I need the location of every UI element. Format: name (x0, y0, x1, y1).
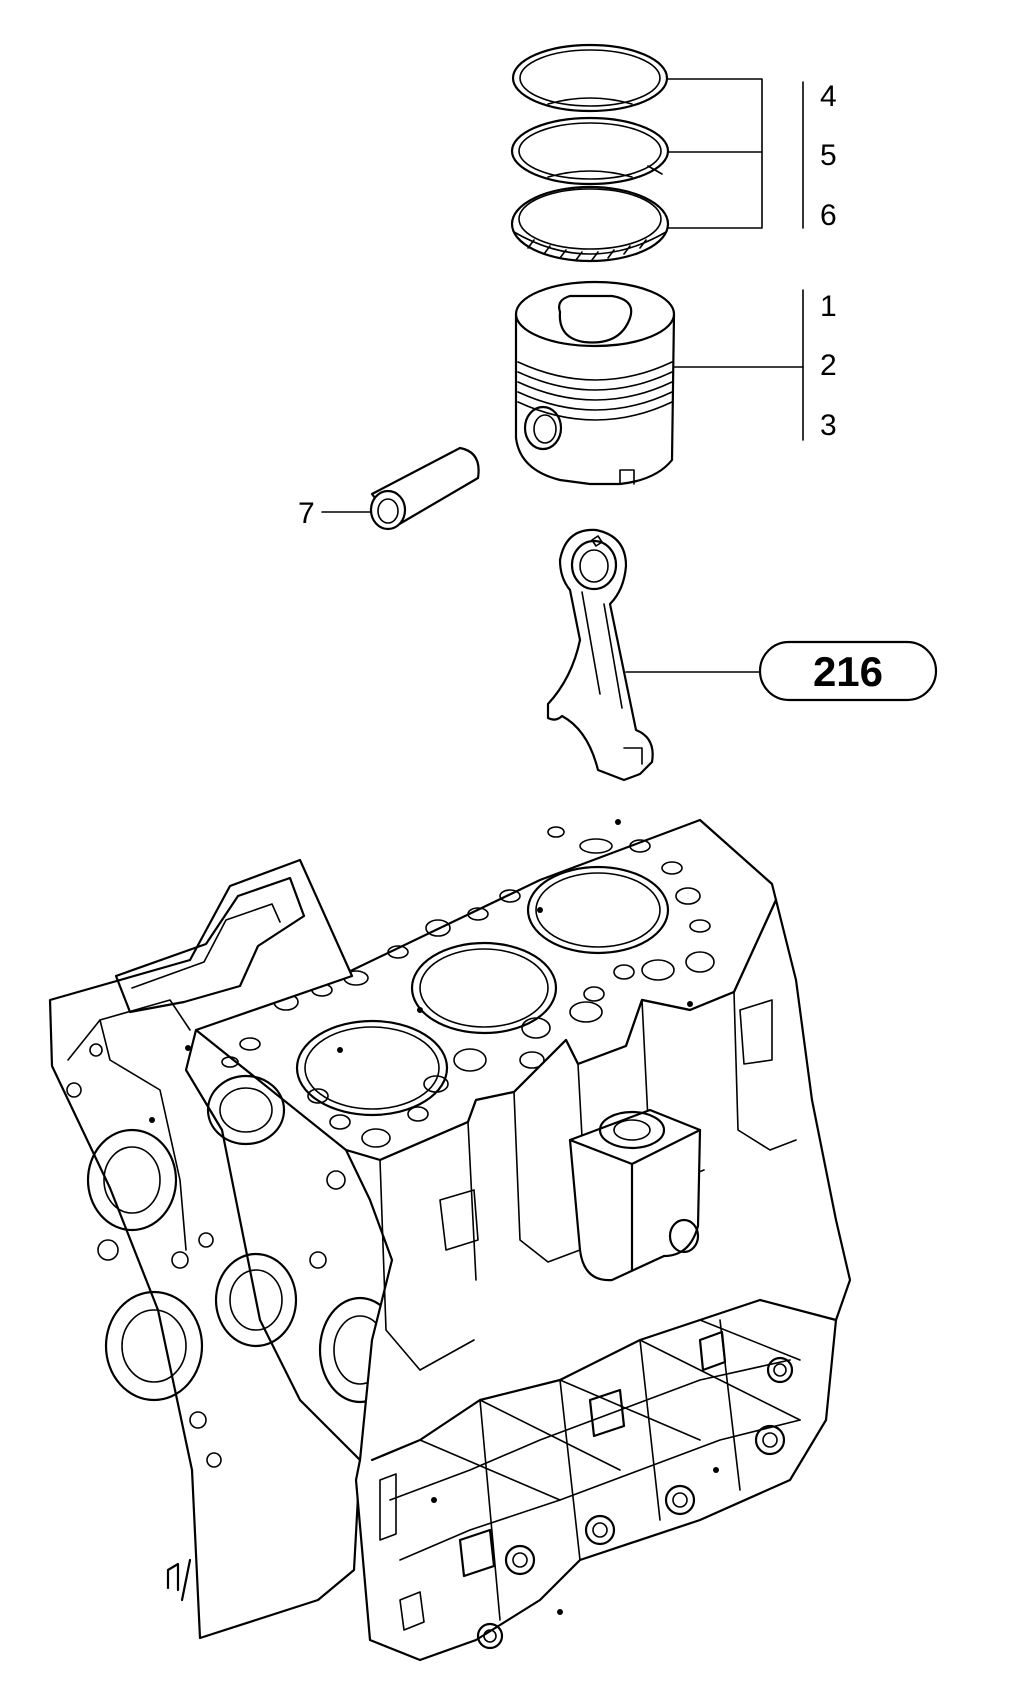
callout-4: 4 (820, 80, 837, 113)
cylinder-block[interactable] (48, 818, 852, 1662)
callout-5: 5 (820, 139, 837, 172)
piston[interactable] (514, 280, 676, 486)
piston-pin[interactable] (369, 446, 480, 531)
callout-6: 6 (820, 199, 837, 232)
callout-7: 7 (298, 497, 315, 530)
piston-ring-middle[interactable] (510, 116, 670, 186)
piston-ring-top[interactable] (511, 43, 669, 113)
piston-ring-oil[interactable] (510, 185, 670, 263)
reference-box-label: 216 (813, 648, 883, 695)
ring-leaders (666, 78, 804, 229)
piston-leaders (673, 289, 804, 441)
reference-box[interactable]: 216 (758, 640, 938, 702)
connecting-rod[interactable] (546, 528, 654, 782)
callout-2: 2 (820, 349, 837, 382)
callout-1: 1 (820, 290, 837, 323)
callout-3: 3 (820, 409, 837, 442)
